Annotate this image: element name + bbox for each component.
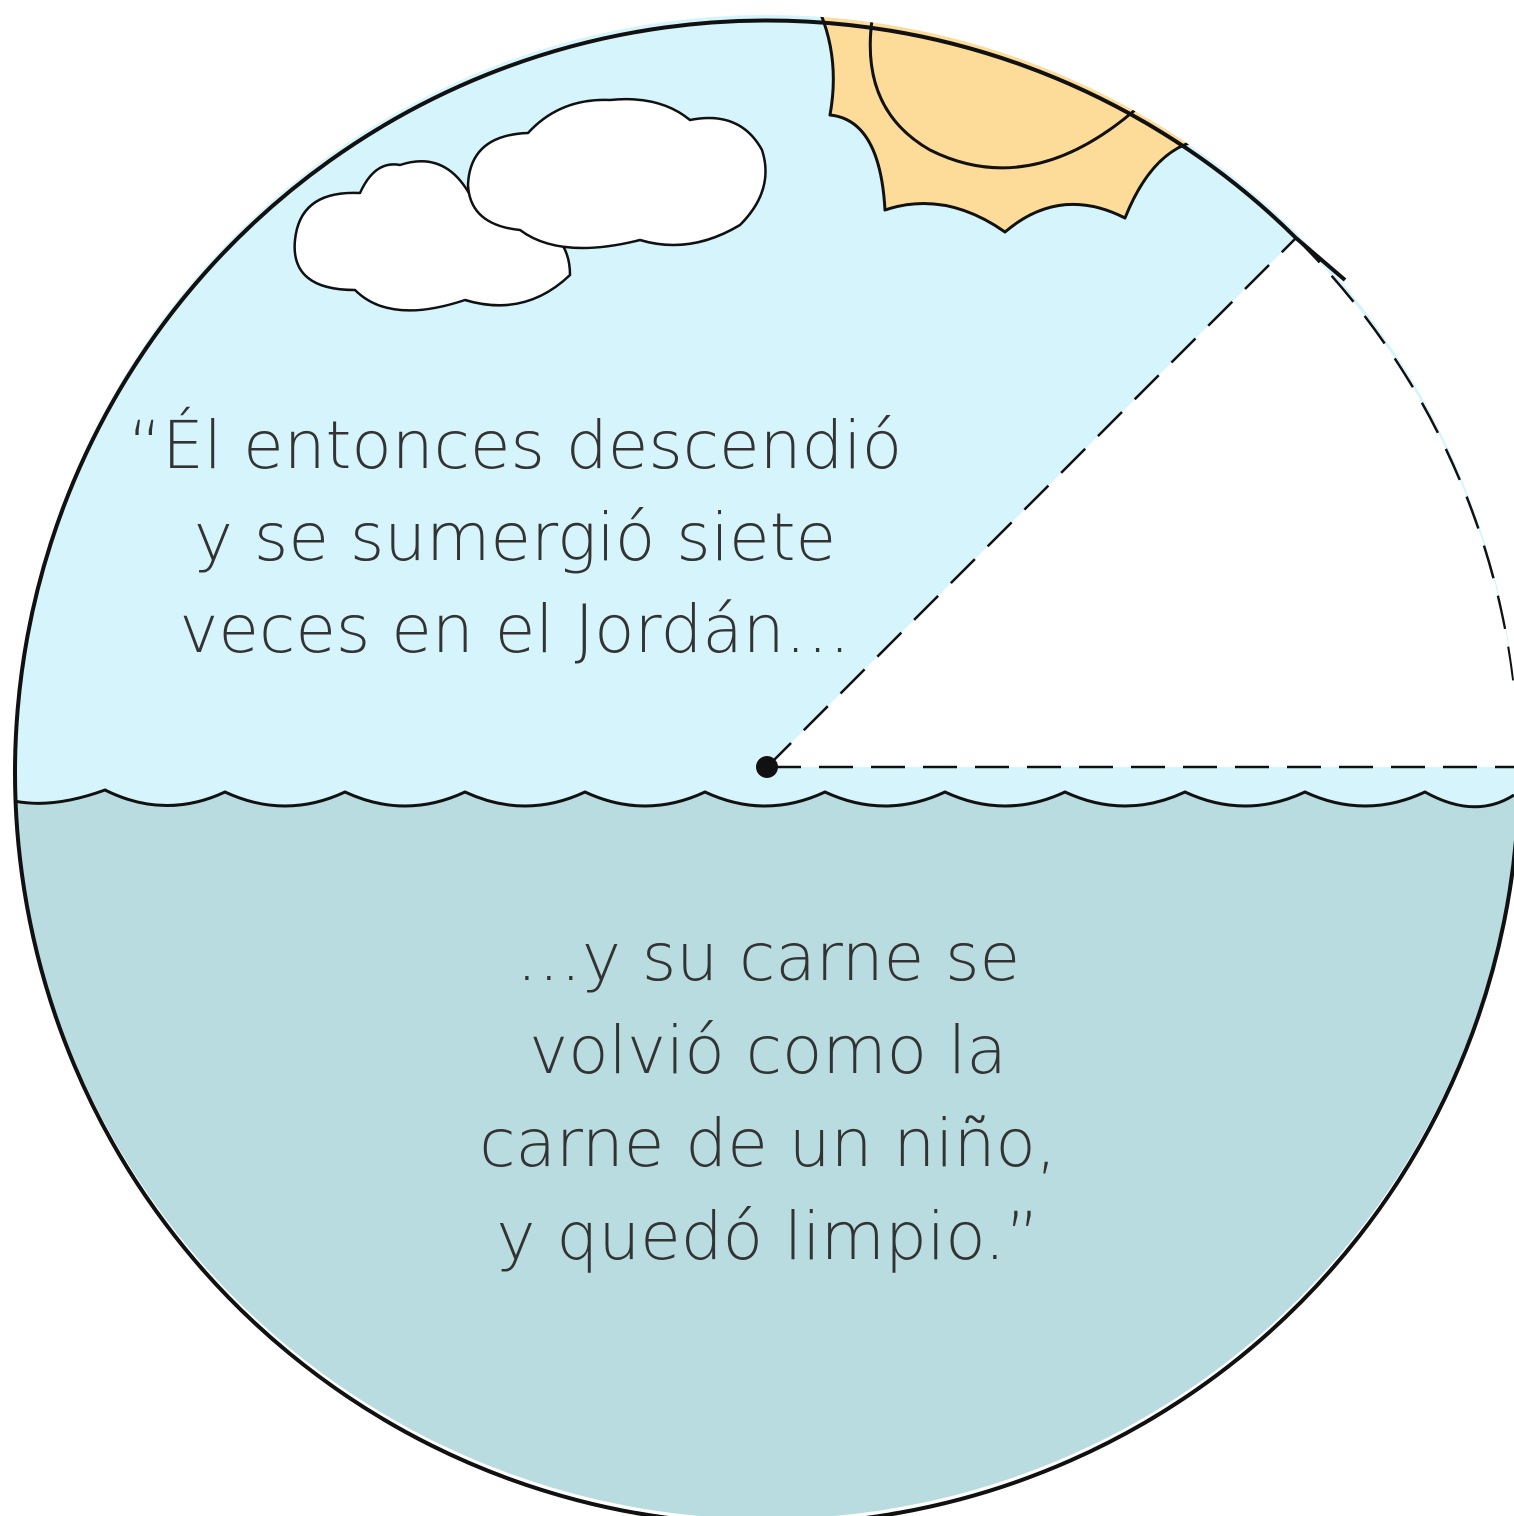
bottom-verse-line-1: …y su carne se [516, 919, 1020, 996]
bottom-verse-line-2: volvió como la [529, 1012, 1007, 1089]
bottom-verse-line-4: y quedó limpio.” [496, 1198, 1039, 1275]
water-background [15, 790, 1514, 1516]
top-verse-line-3: veces en el Jordán… [179, 591, 850, 668]
top-verse-text: “Él entonces descendió y se sumergió sie… [128, 406, 902, 668]
top-verse-line-1: “Él entonces descendió [128, 406, 902, 484]
cutout-wedge [767, 238, 1514, 767]
wedge-edge-upper [766, 237, 1297, 768]
sun-icon [818, 15, 1194, 234]
bottom-verse-text: …y su carne se volvió como la carne de u… [479, 919, 1057, 1275]
wave-line-icon [15, 788, 1514, 809]
bottom-verse-line-3: carne de un niño, [479, 1105, 1057, 1182]
circle-outline [13, 18, 1514, 1516]
cloud-icon [293, 97, 767, 312]
top-verse-line-2: y se sumergió siete [194, 499, 836, 576]
pivot-dot-icon [756, 756, 778, 778]
wedge-arc [1295, 237, 1514, 768]
